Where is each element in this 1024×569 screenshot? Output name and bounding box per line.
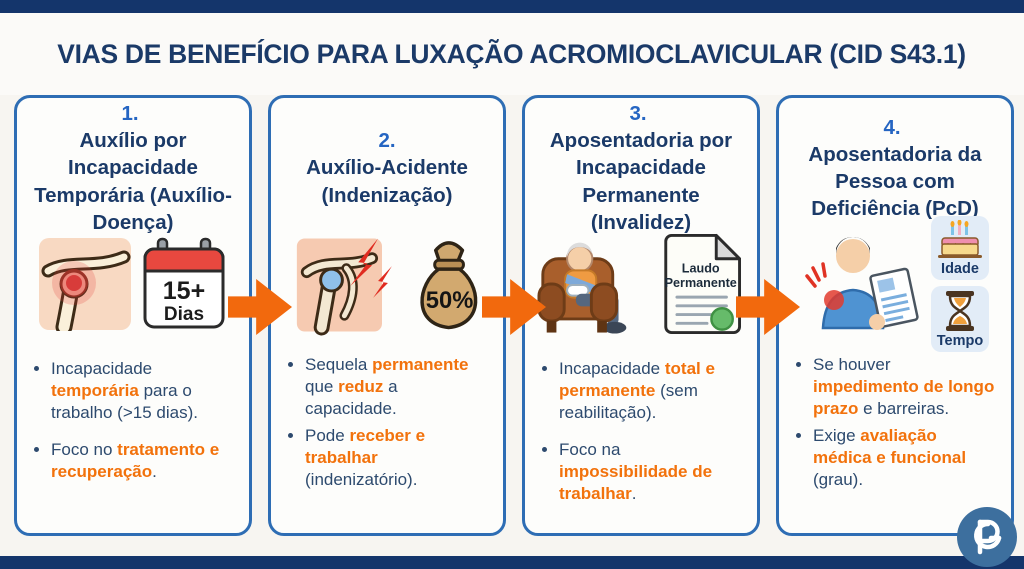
card-4-chips: Idade Tempo	[930, 216, 990, 352]
benefit-pathways-row: 1. Auxílio por Incapacidade Temporária (…	[0, 95, 1024, 536]
card-4-title: 4. Aposentadoria da Pessoa com Deficiênc…	[791, 112, 999, 224]
card-aposentadoria-invalidez: 3. Aposentadoria por Incapacidade Perman…	[522, 95, 760, 536]
top-navy-bar	[0, 0, 1024, 13]
card-3-number: 3.	[629, 102, 647, 126]
card-auxilio-doenca: 1. Auxílio por Incapacidade Temporária (…	[14, 95, 252, 536]
bullet: Sequela permanente que reduz a capacidad…	[305, 354, 489, 419]
page-title: VIAS DE BENEFÍCIO PARA LUXAÇÃO ACROMIOCL…	[57, 38, 967, 69]
calendar-days-label: Dias	[164, 304, 204, 325]
card-4-number: 4.	[883, 115, 901, 139]
bullet: Incapacidade temporária para o trabalho …	[51, 358, 235, 423]
card-1-bullets: Incapacidade temporária para o trabalho …	[35, 358, 235, 499]
idade-chip: Idade	[930, 216, 990, 280]
inflamed-shoulder-icon	[39, 238, 131, 331]
calendar-days-value: 15+	[163, 277, 205, 305]
card-2-bullets: Sequela permanente que reduz a capacidad…	[289, 354, 489, 507]
card-auxilio-acidente: 2. Auxílio-Acidente (Indenização) 50%	[268, 95, 506, 536]
tempo-chip: Tempo	[930, 286, 990, 352]
money-bag-icon: 50%	[420, 241, 478, 330]
card-4-icons: Idade Tempo	[791, 216, 999, 352]
header: VIAS DE BENEFÍCIO PARA LUXAÇÃO ACROMIOCL…	[0, 13, 1024, 95]
report-label-line2: Permanente	[664, 276, 736, 290]
card-2-icons: 50%	[283, 226, 491, 342]
card-2-number: 2.	[378, 129, 396, 153]
elderly-man-armchair-icon	[537, 242, 627, 334]
card-3-title: 3. Aposentadoria por Incapacidade Perman…	[537, 102, 745, 233]
bullet: Se houver impedimento de longo prazo e b…	[813, 354, 997, 419]
card-1-title-text: Auxílio por Incapacidade Temporária (Aux…	[34, 129, 232, 234]
card-1-icons: 15+ Dias	[29, 226, 237, 342]
money-bag-percentage: 50%	[426, 287, 474, 314]
calendar-icon: 15+ Dias	[143, 237, 225, 329]
card-1-title: 1. Auxílio por Incapacidade Temporária (…	[29, 102, 237, 233]
report-label-line1: Laudo	[681, 261, 719, 275]
card-4-title-text: Aposentadoria da Pessoa com Deficiência …	[808, 142, 982, 221]
bottom-navy-bar	[0, 556, 1024, 569]
bullet: Foco na impossibilidade de trabalhar.	[559, 439, 743, 504]
idade-chip-label: Idade	[941, 261, 979, 277]
tempo-chip-label: Tempo	[936, 333, 984, 349]
card-3-icons: Laudo Permanente	[537, 226, 745, 342]
bullet: Incapacidade total e permanente (sem rea…	[559, 358, 743, 423]
permanent-report-icon: Laudo Permanente	[663, 234, 741, 334]
card-4-bullets: Se houver impedimento de longo prazo e b…	[797, 354, 997, 507]
shoulder-pain-icon	[296, 238, 392, 336]
cake-icon	[937, 220, 982, 258]
bullet: Pode receber e trabalhar (indenizatório)…	[305, 425, 489, 490]
person-with-document-icon	[805, 237, 919, 330]
card-2-title: 2. Auxílio-Acidente (Indenização)	[283, 112, 491, 224]
brand-logo-icon	[957, 507, 1017, 567]
hourglass-icon	[945, 291, 974, 331]
bullet: Exige avaliação médica e funcional (grau…	[813, 425, 997, 490]
card-3-bullets: Incapacidade total e permanente (sem rea…	[543, 358, 743, 521]
card-3-title-text: Aposentadoria por Incapacidade Permanent…	[549, 129, 733, 234]
card-2-title-text: Auxílio-Acidente (Indenização)	[306, 156, 468, 207]
bullet: Foco no tratamento e recuperação.	[51, 439, 235, 483]
card-aposentadoria-pcd: 4. Aposentadoria da Pessoa com Deficiênc…	[776, 95, 1014, 536]
card-1-number: 1.	[121, 102, 139, 126]
